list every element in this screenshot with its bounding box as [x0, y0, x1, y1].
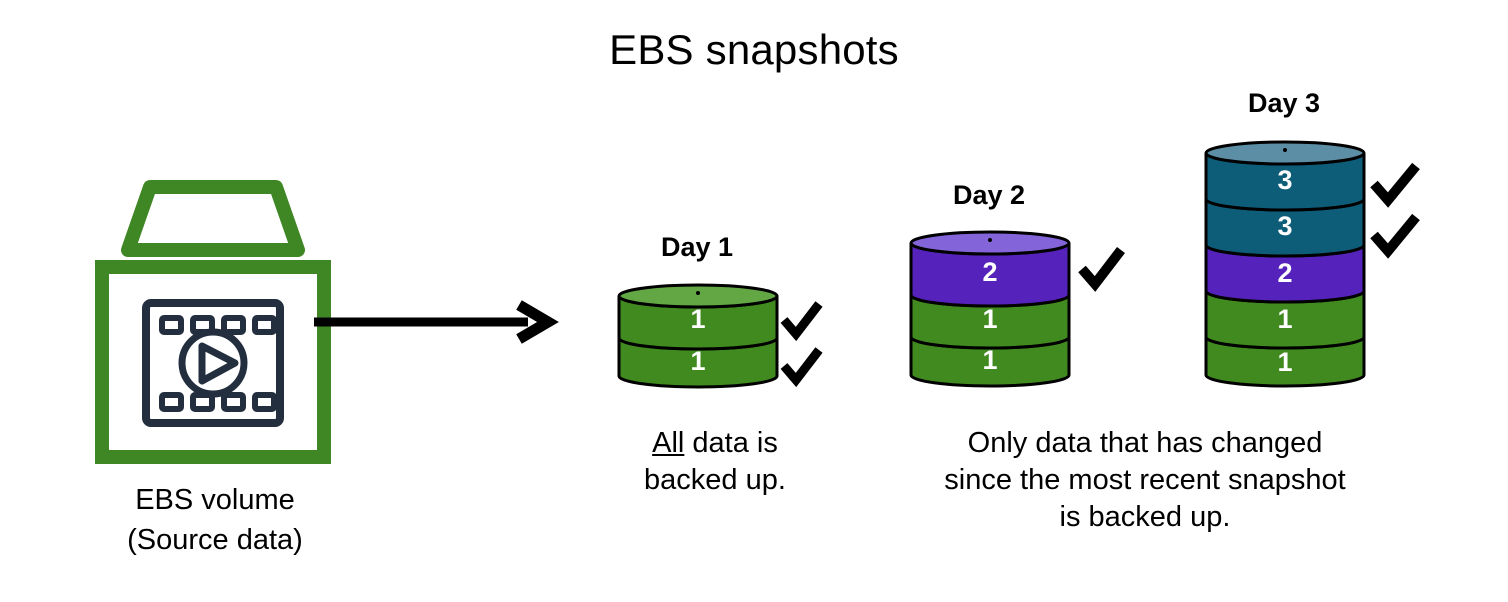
- sprocket-hole-icon: [159, 392, 184, 412]
- segment-value-day3-5: 1: [1277, 347, 1292, 377]
- check-icon: [1078, 246, 1125, 292]
- checkmarks-day3: [1370, 162, 1422, 267]
- play-circle-icon: [178, 328, 248, 398]
- cylinder-top-day3: [1204, 140, 1366, 166]
- sprocket-hole-icon: [221, 392, 246, 412]
- cylinder-top-dot-day3: [1283, 148, 1287, 152]
- segment-value-day3-2: 3: [1277, 211, 1292, 241]
- check-icon: [1370, 213, 1420, 259]
- sprocket-hole-icon: [159, 315, 184, 335]
- segment-value-day3-1: 3: [1277, 165, 1292, 195]
- ebs-volume-label: EBS volume (Source data): [40, 480, 390, 560]
- stack-label-day2-wrap: Day 2: [910, 180, 1068, 211]
- caption-day1-line1: All data is: [575, 425, 855, 462]
- checkmarks-day1: [780, 300, 824, 396]
- arrow-head: [516, 300, 559, 344]
- page-title: EBS snapshots: [0, 26, 1508, 74]
- stack-label-day3: Day 3: [1247, 88, 1321, 118]
- caption-day1-rest: data is: [684, 427, 778, 459]
- check-icon: [1370, 162, 1420, 208]
- cylinder-top-dot-day1: [696, 291, 700, 295]
- caption-days23-line1: Only data that has changed: [967, 427, 1323, 459]
- stack-label-day2: Day 2: [952, 180, 1026, 210]
- ebs-volume-label-line2: (Source data): [127, 524, 303, 556]
- cylinder-top-dot-day2: [988, 238, 992, 242]
- ebs-lid-shape: [121, 180, 305, 257]
- check-icon: [780, 347, 823, 388]
- film-strip-frame: [142, 299, 284, 427]
- cylinder-top-day2: [909, 230, 1071, 256]
- page-title-text: EBS snapshots: [609, 26, 899, 73]
- sprocket-hole-icon: [252, 315, 277, 335]
- segment-value-day2-3: 1: [982, 345, 997, 375]
- segment-value-day3-3: 2: [1277, 258, 1292, 288]
- caption-day1-line2: backed up.: [644, 464, 786, 496]
- caption-days23-line3: is backed up.: [1059, 501, 1231, 533]
- sprocket-hole-icon: [252, 392, 277, 412]
- segment-value-day2-1: 2: [982, 257, 997, 287]
- stack-label-day1-wrap: Day 1: [618, 232, 776, 263]
- check-icon: [780, 301, 823, 342]
- snapshot-stack-day2: 2 1 1: [907, 223, 1077, 395]
- segment-value-day1-1: 1: [690, 304, 705, 334]
- caption-days23: Only data that has changed since the mos…: [855, 425, 1435, 536]
- segment-value-day3-4: 1: [1277, 304, 1292, 334]
- snapshot-stack-day3: 3 3 2 1 1: [1202, 133, 1372, 395]
- checkmarks-day2: [1078, 245, 1126, 295]
- ebs-body-shape: [95, 260, 331, 464]
- flow-arrow: [310, 300, 560, 345]
- caption-day1-emphasis: All: [652, 427, 685, 459]
- stack-label-day3-wrap: Day 3: [1205, 88, 1363, 119]
- cylinder-top-day1: [617, 283, 779, 309]
- sprocket-hole-icon: [221, 315, 246, 335]
- snapshot-stack-day1: 1 1: [615, 276, 785, 396]
- caption-days23-line2: since the most recent snapshot: [944, 464, 1346, 496]
- segment-value-day2-2: 1: [982, 304, 997, 334]
- segment-value-day1-2: 1: [690, 346, 705, 376]
- stack-label-day1: Day 1: [660, 232, 734, 262]
- ebs-volume-label-line1: EBS volume: [135, 484, 295, 516]
- play-triangle-icon: [198, 342, 239, 385]
- ebs-volume-icon: [88, 175, 338, 470]
- caption-day1: All data is backed up.: [575, 425, 855, 499]
